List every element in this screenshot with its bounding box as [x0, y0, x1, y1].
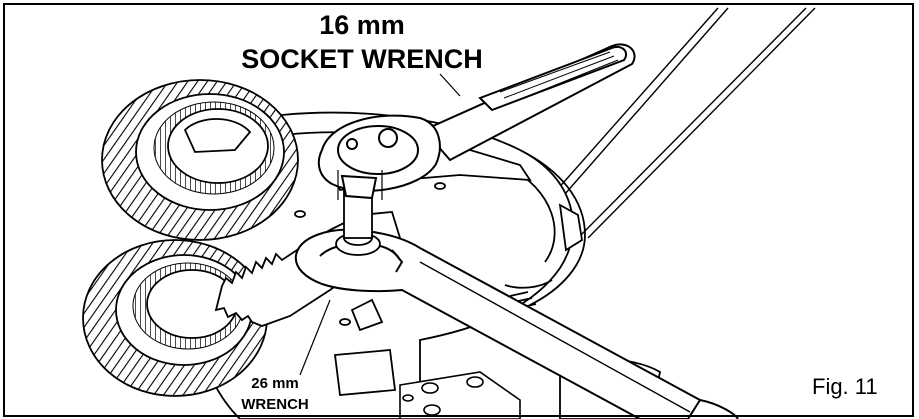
socket-size-label: 16 mm [319, 10, 405, 40]
wrench-label: WRENCH [241, 396, 309, 413]
socket-wrench-icon [317, 43, 636, 200]
wheel-icon [82, 239, 268, 397]
wrench-size-label: 26 mm [251, 375, 299, 392]
deck-nuts [399, 371, 521, 419]
open-end-wrench-icon [294, 228, 739, 419]
handle-rails [547, 7, 816, 239]
socket-wrench-label: SOCKET WRENCH [241, 44, 483, 74]
wheel-icon [101, 79, 299, 241]
leader-lines [299, 73, 461, 376]
figure-caption: Fig. 11 [812, 374, 878, 399]
